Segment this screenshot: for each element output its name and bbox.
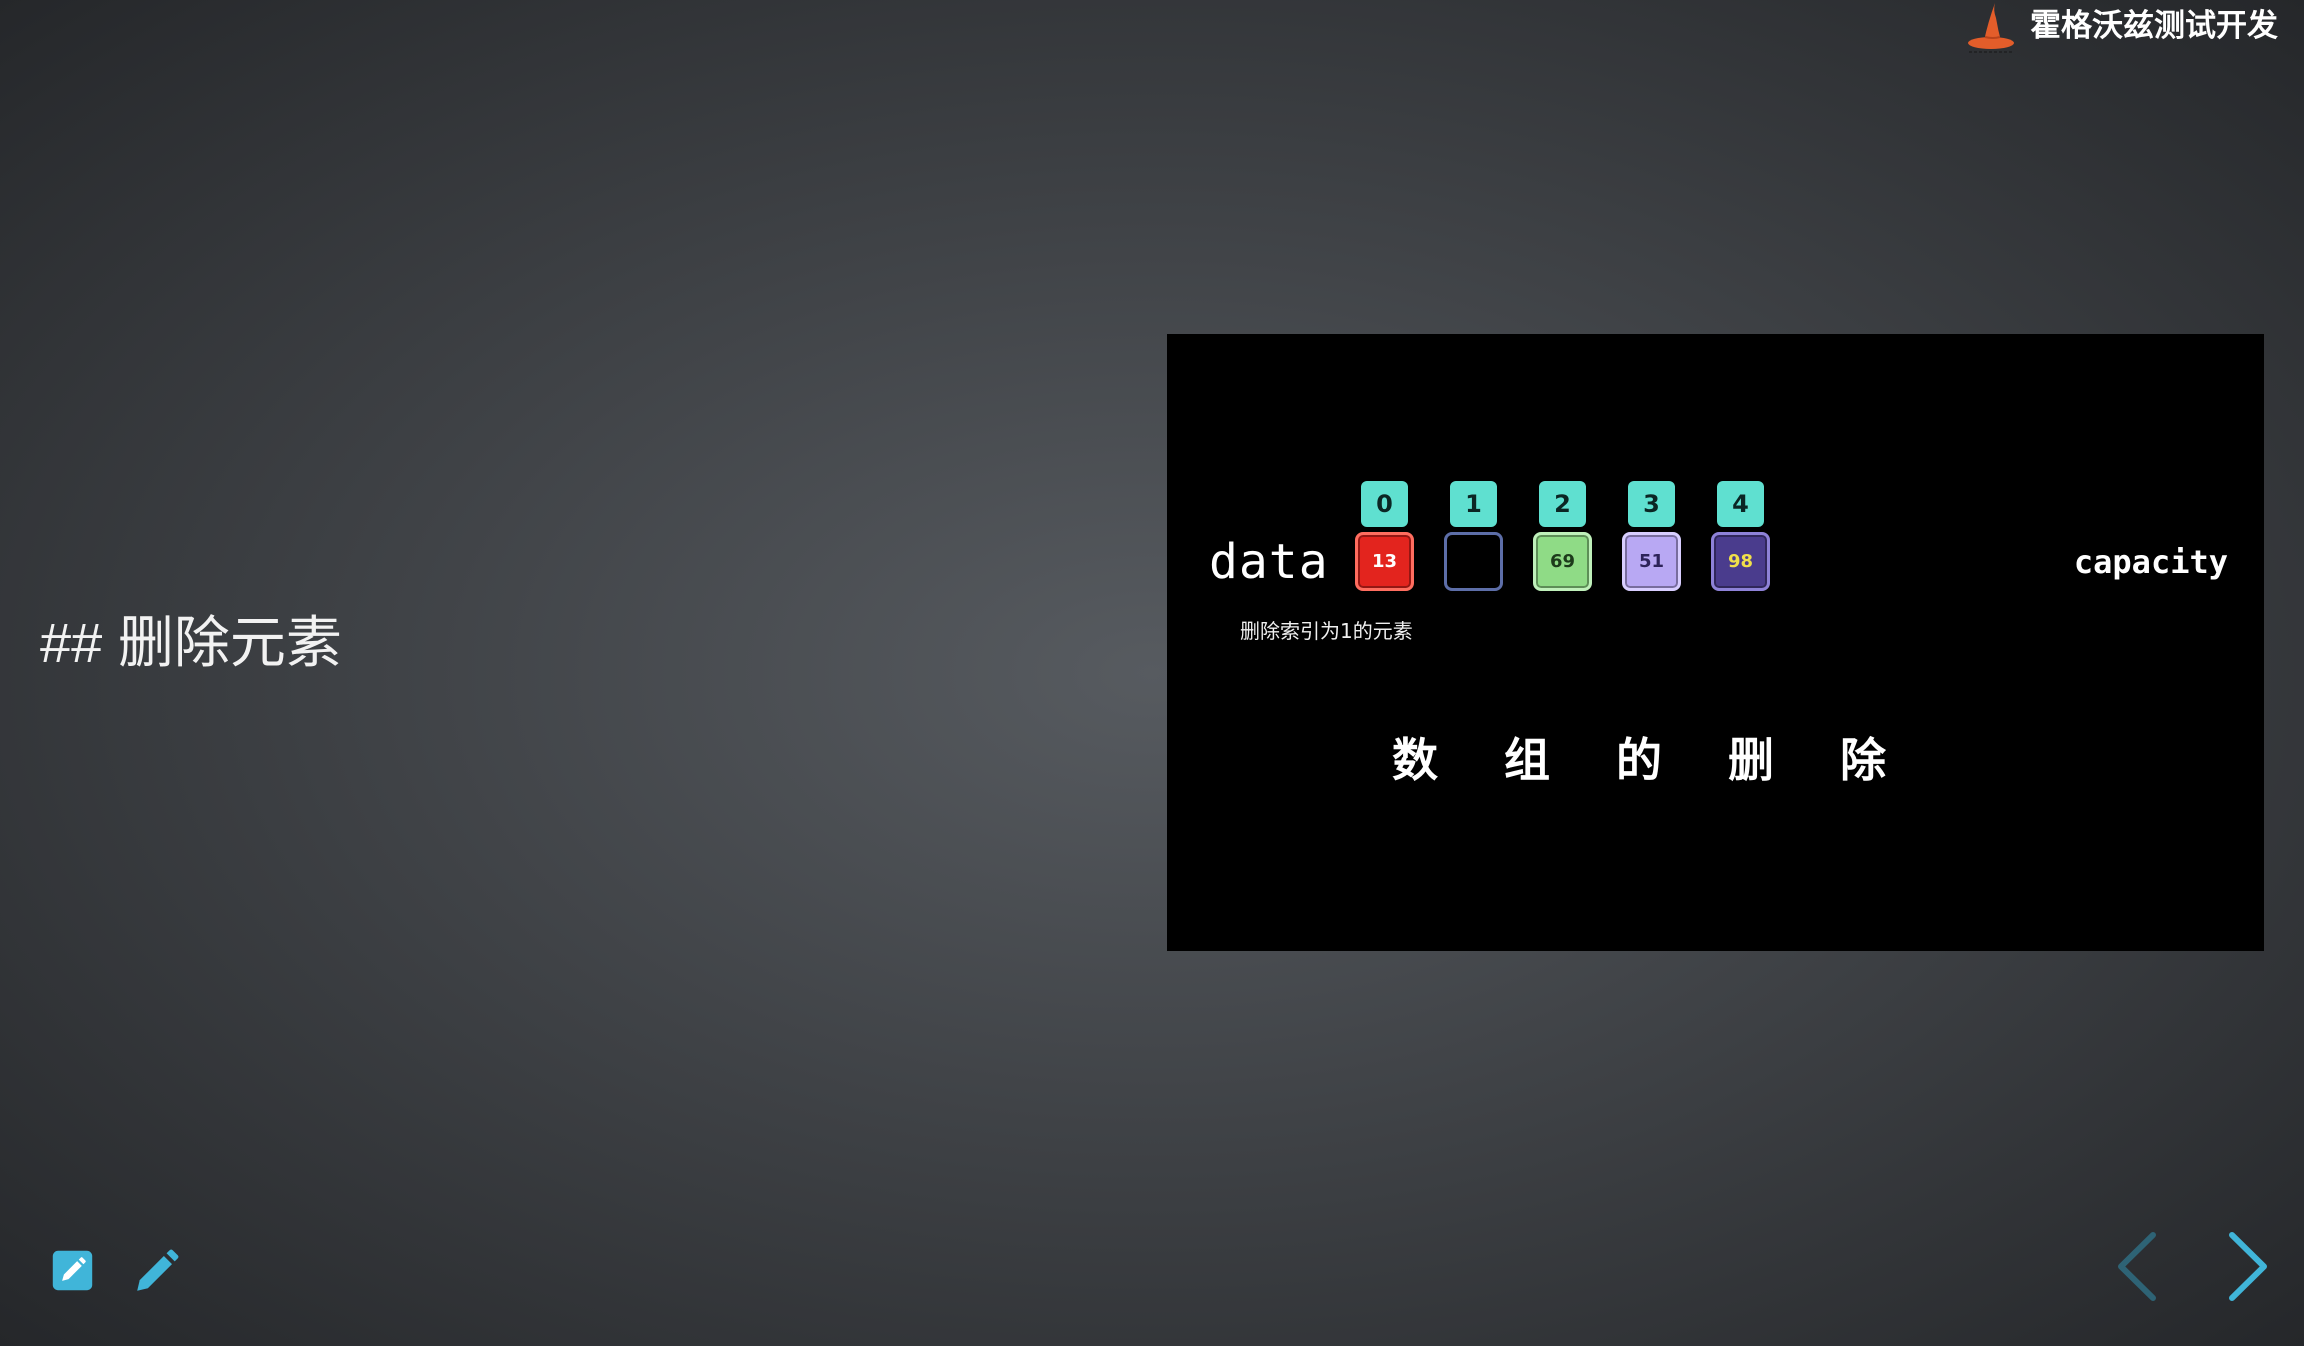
index-badge: 4 <box>1717 481 1764 527</box>
array-column: 0 13 <box>1355 481 1414 591</box>
index-badge: 0 <box>1361 481 1408 527</box>
array-cell: 51 <box>1622 532 1681 591</box>
array-label: data <box>1209 534 1329 590</box>
index-badge: 2 <box>1539 481 1586 527</box>
capacity-label: capacity <box>2073 543 2228 581</box>
figure-caption: 删除索引为1的元素 <box>1240 619 1413 643</box>
edit-square-icon <box>52 1250 93 1291</box>
array-column: 2 69 <box>1533 481 1592 591</box>
nav-next-button[interactable] <box>2228 1231 2269 1302</box>
pen-toggle-button[interactable] <box>132 1246 182 1296</box>
array-cell: 69 <box>1533 532 1592 591</box>
array-cell: 98 <box>1711 532 1770 591</box>
array-column: 1 <box>1444 481 1503 591</box>
chevron-right-icon <box>2229 1232 2267 1301</box>
array-column: 3 51 <box>1622 481 1681 591</box>
slide-heading: ## 删除元素 <box>40 611 342 674</box>
array-cell: 13 <box>1355 532 1414 591</box>
wizard-hat-icon <box>1968 3 2014 53</box>
array-cell-empty <box>1444 532 1503 591</box>
index-badge: 1 <box>1450 481 1497 527</box>
brand-logo <box>1966 0 2016 56</box>
pencil-icon <box>137 1249 179 1291</box>
nav-prev-button[interactable] <box>2116 1231 2157 1302</box>
array-column: 4 98 <box>1711 481 1770 591</box>
index-badge: 3 <box>1628 481 1675 527</box>
figure-title: 数 组 的 删 除 <box>1392 733 1887 787</box>
chevron-left-icon <box>2118 1232 2156 1301</box>
array-cells: 0 13 1 2 69 3 51 4 98 <box>1355 481 1770 591</box>
chalkboard-toggle-button[interactable] <box>51 1249 94 1292</box>
brand-name: 霍格沃兹测试开发 <box>2030 8 2278 44</box>
array-deletion-figure: data 0 13 1 2 69 3 51 4 98 capacity 删除索引… <box>1167 334 2264 951</box>
